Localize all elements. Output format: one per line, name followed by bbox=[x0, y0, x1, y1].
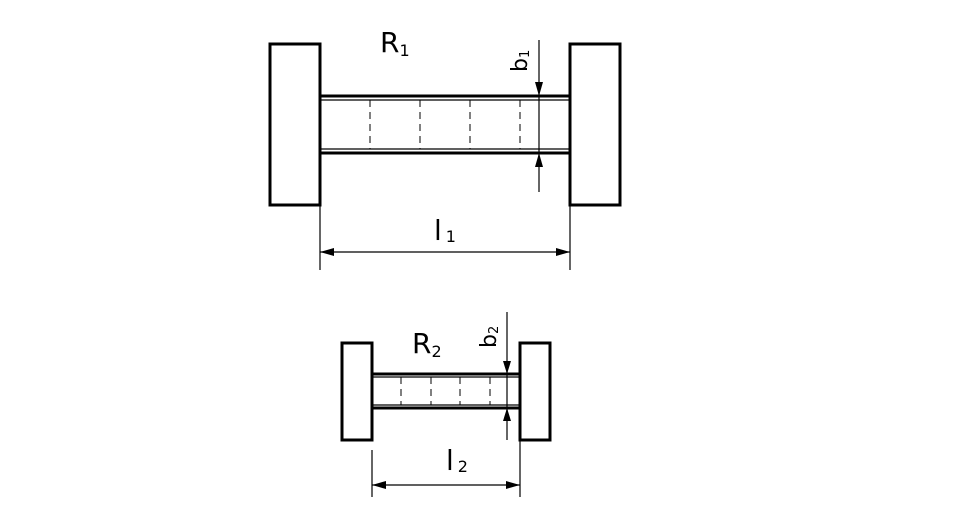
width-label-2: b2 bbox=[477, 326, 502, 348]
resistance-label-2: R2 bbox=[412, 327, 442, 361]
length-arrow-right-2 bbox=[506, 481, 520, 489]
right-contact-2 bbox=[518, 341, 552, 442]
left-contact-1 bbox=[268, 42, 322, 207]
resistance-label-1: R1 bbox=[380, 26, 410, 60]
width-label-1: b1 bbox=[508, 50, 533, 72]
width-arrow-bottom-2 bbox=[503, 408, 511, 421]
width-arrow-top-1 bbox=[535, 82, 543, 96]
length-arrow-right-1 bbox=[556, 248, 570, 256]
width-arrow-bottom-1 bbox=[535, 153, 543, 167]
left-contact-2 bbox=[340, 341, 374, 442]
right-contact-1 bbox=[568, 42, 622, 207]
length-arrow-left-2 bbox=[372, 481, 386, 489]
width-arrow-top-2 bbox=[503, 361, 511, 374]
length-arrow-left-1 bbox=[320, 248, 334, 256]
